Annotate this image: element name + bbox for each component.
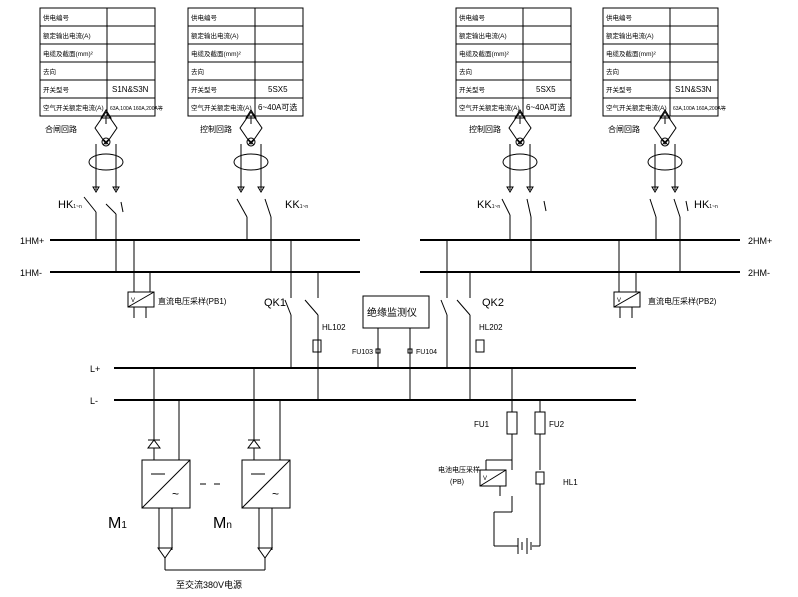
fu2-label: FU2 [549, 420, 565, 429]
table-value: 6~40A可选 [258, 102, 297, 112]
table-label: 去向 [43, 67, 56, 76]
hk-right-label: HK1~n [694, 199, 718, 211]
spec-table-4: 供电编号 额定输出电流(A) 电缆及截面(mm)² 去向 开关型号 空气开关额定… [602, 7, 726, 117]
closing-circuit-label: 合闸回路 [608, 124, 640, 134]
table-value: S1N&S3N [112, 85, 149, 94]
pb2-label: 直流电压采样(PB2) [648, 296, 717, 306]
control-circuit-label: 控制回路 [200, 124, 232, 134]
table-label: 开关型号 [459, 85, 486, 94]
hl202-label: HL202 [479, 323, 503, 332]
table-label: 去向 [191, 67, 204, 76]
table-label: 空气开关额定电流(A) [459, 103, 520, 112]
insulation-monitor: 绝缘监测仪 FU103 FU104 [352, 295, 437, 400]
table-label: 额定输出电流(A) [191, 31, 239, 40]
svg-text:V: V [617, 298, 621, 304]
pb-label: (PB) [450, 479, 464, 486]
table-value: 5SX5 [268, 85, 288, 94]
rectifier-mn: ~ Mn [213, 368, 291, 570]
output-circuit-1 [83, 109, 124, 272]
hl1-label: HL1 [563, 478, 578, 487]
kk-left-label: KK1~n [285, 199, 308, 211]
bus-label: 2HM+ [748, 236, 772, 246]
table-label: 供电编号 [191, 13, 218, 22]
control-circuit-label: 控制回路 [469, 124, 501, 134]
output-circuit-4 [647, 109, 689, 272]
switch-qk2: QK2 HL202 [440, 240, 504, 400]
table-label: 额定输出电流(A) [43, 31, 91, 40]
closing-circuit-label: 合闸回路 [45, 124, 77, 134]
table-label: 开关型号 [43, 85, 70, 94]
m1-label: M1 [108, 515, 127, 532]
bus-label: 1HM+ [20, 236, 44, 246]
spec-table-3: 供电编号 额定输出电流(A) 电缆及截面(mm)² 去向 开关型号 空气开关额定… [455, 7, 572, 117]
table-label: 去向 [606, 67, 619, 76]
table-value: 63A,100A 160A,200A等 [110, 105, 163, 112]
table-label: 开关型号 [606, 85, 633, 94]
svg-text:~: ~ [272, 487, 279, 501]
table-label: 供电编号 [606, 13, 633, 22]
insulation-monitor-label: 绝缘监测仪 [367, 306, 417, 319]
voltage-sampler-pb1: V 直流电压采样(PB1) [127, 240, 227, 318]
output-circuit-3 [501, 109, 547, 272]
bus-label: 1HM- [20, 268, 42, 278]
voltage-sampler-pb2: V 直流电压采样(PB2) [613, 240, 717, 318]
table-value: 5SX5 [536, 85, 556, 94]
ac-input-label: 至交流380V电源 [176, 579, 242, 590]
qk1-label: QK1 [264, 297, 286, 309]
table-value: 63A,100A 160A,200A等 [673, 105, 726, 112]
table-label: 额定输出电流(A) [459, 31, 507, 40]
svg-text:~: ~ [172, 487, 179, 501]
spec-table-1: 供电编号 额定输出电流(A) 电缆及截面(mm)² 去向 开关型号 空气开关额定… [39, 7, 163, 117]
svg-text:V: V [483, 476, 487, 482]
pb-label: 电池电压采样 [438, 465, 480, 474]
battery-section: FU1 FU2 V HL1 电池电压采样 (PB) [438, 368, 578, 554]
fu104-label: FU104 [416, 349, 437, 356]
fu1-label: FU1 [474, 420, 490, 429]
table-label: 空气开关额定电流(A) [606, 103, 667, 112]
table-label: 空气开关额定电流(A) [43, 103, 104, 112]
hl102-label: HL102 [322, 323, 346, 332]
pb1-label: 直流电压采样(PB1) [158, 296, 227, 306]
table-label: 电缆及截面(mm)² [43, 49, 94, 58]
table-label: 去向 [459, 67, 472, 76]
table-label: 电缆及截面(mm)² [459, 49, 510, 58]
bus-label: L- [90, 396, 98, 406]
bus-label: L+ [90, 364, 100, 374]
kk-right-label: KK1~n [477, 199, 500, 211]
table-label: 开关型号 [191, 85, 218, 94]
output-circuit-2 [233, 109, 272, 272]
table-label: 电缆及截面(mm)² [191, 49, 242, 58]
svg-text:V: V [131, 298, 135, 304]
switch-qk1: QK1 HL102 [264, 240, 346, 400]
table-label: 空气开关额定电流(A) [191, 103, 252, 112]
rectifier-m1: ~ M1 [108, 368, 191, 570]
table-label: 电缆及截面(mm)² [606, 49, 657, 58]
table-value: 6~40A可选 [526, 102, 565, 112]
fu103-label: FU103 [352, 349, 373, 356]
table-label: 供电编号 [459, 13, 486, 22]
table-label: 供电编号 [43, 13, 70, 22]
qk2-label: QK2 [482, 297, 504, 309]
spec-table-2: 供电编号 额定输出电流(A) 电缆及截面(mm)² 去向 开关型号 空气开关额定… [187, 7, 304, 117]
bus-label: 2HM- [748, 268, 770, 278]
table-value: S1N&S3N [675, 85, 712, 94]
table-label: 额定输出电流(A) [606, 31, 654, 40]
hk-left-label: HK1~n [58, 199, 82, 211]
mn-label: Mn [213, 515, 232, 532]
